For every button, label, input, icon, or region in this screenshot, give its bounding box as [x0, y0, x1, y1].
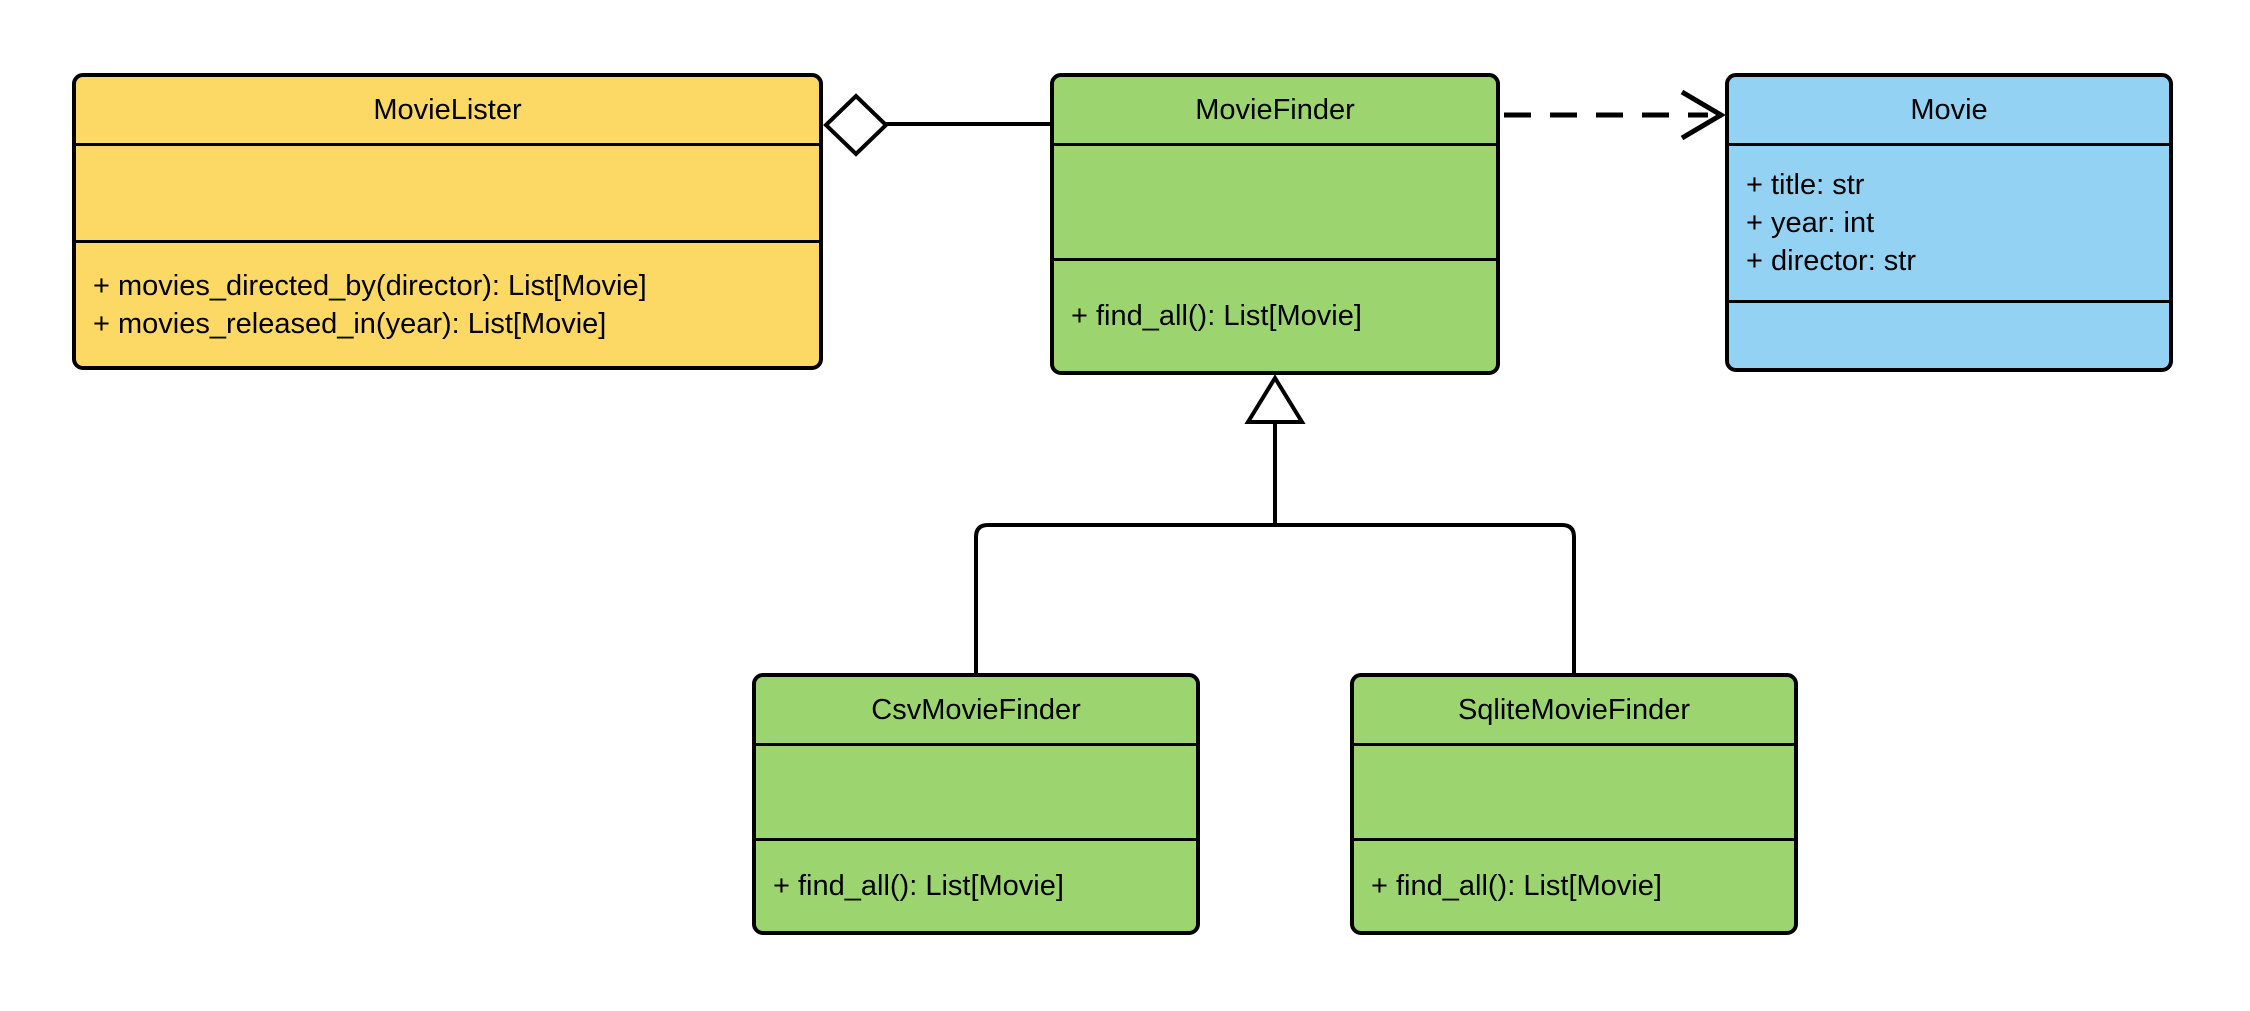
hollow-triangle-icon	[1244, 374, 1306, 424]
class-moviefinder: MovieFinder + find_all(): List[Movie]	[1050, 73, 1500, 375]
class-title-compartment: Movie	[1729, 77, 2169, 143]
method-label: + find_all(): List[Movie]	[1071, 300, 1362, 332]
method-label: + find_all(): List[Movie]	[1371, 870, 1662, 902]
class-name: CsvMovieFinder	[871, 693, 1081, 726]
class-title-compartment: CsvMovieFinder	[756, 677, 1196, 743]
class-title-compartment: SqliteMovieFinder	[1354, 677, 1794, 743]
class-sqlitemoviefinder: SqliteMovieFinder + find_all(): List[Mov…	[1350, 673, 1798, 935]
attributes-compartment	[1054, 143, 1496, 258]
methods-compartment: + movies_directed_by(director): List[Mov…	[76, 240, 819, 366]
class-name: MovieFinder	[1195, 93, 1355, 126]
attribute-label: + year: int	[1746, 207, 1875, 239]
method-label: + movies_released_in(year): List[Movie]	[93, 307, 607, 340]
open-arrowhead-icon	[1680, 89, 1726, 141]
attributes-compartment	[756, 743, 1196, 838]
methods-compartment	[1729, 300, 2169, 368]
aggregation-edge-movielister-moviefinder	[823, 93, 1056, 157]
methods-compartment: + find_all(): List[Movie]	[1054, 258, 1496, 371]
class-name: Movie	[1910, 93, 1988, 126]
class-movielister: MovieLister + movies_directed_by(directo…	[72, 73, 823, 370]
attributes-compartment	[76, 143, 819, 240]
aggregation-diamond-icon	[823, 93, 889, 157]
attributes-compartment	[1354, 743, 1794, 838]
class-name: SqliteMovieFinder	[1457, 693, 1691, 726]
generalization-edges	[974, 374, 1576, 675]
class-movie: Movie + title: str + year: int + directo…	[1725, 73, 2173, 372]
attributes-compartment: + title: str + year: int + director: str	[1729, 143, 2169, 300]
method-label: + find_all(): List[Movie]	[773, 870, 1064, 902]
attribute-label: + director: str	[1746, 245, 1917, 277]
methods-compartment: + find_all(): List[Movie]	[1354, 838, 1794, 931]
class-title-compartment: MovieLister	[76, 77, 819, 143]
dependency-edge-moviefinder-movie	[1504, 89, 1726, 141]
class-csvmoviefinder: CsvMovieFinder + find_all(): List[Movie]	[752, 673, 1200, 935]
method-label: + movies_directed_by(director): List[Mov…	[93, 269, 647, 302]
class-title-compartment: MovieFinder	[1054, 77, 1496, 143]
class-name: MovieLister	[373, 93, 522, 126]
methods-compartment: + find_all(): List[Movie]	[756, 838, 1196, 931]
attribute-label: + title: str	[1746, 169, 1865, 201]
